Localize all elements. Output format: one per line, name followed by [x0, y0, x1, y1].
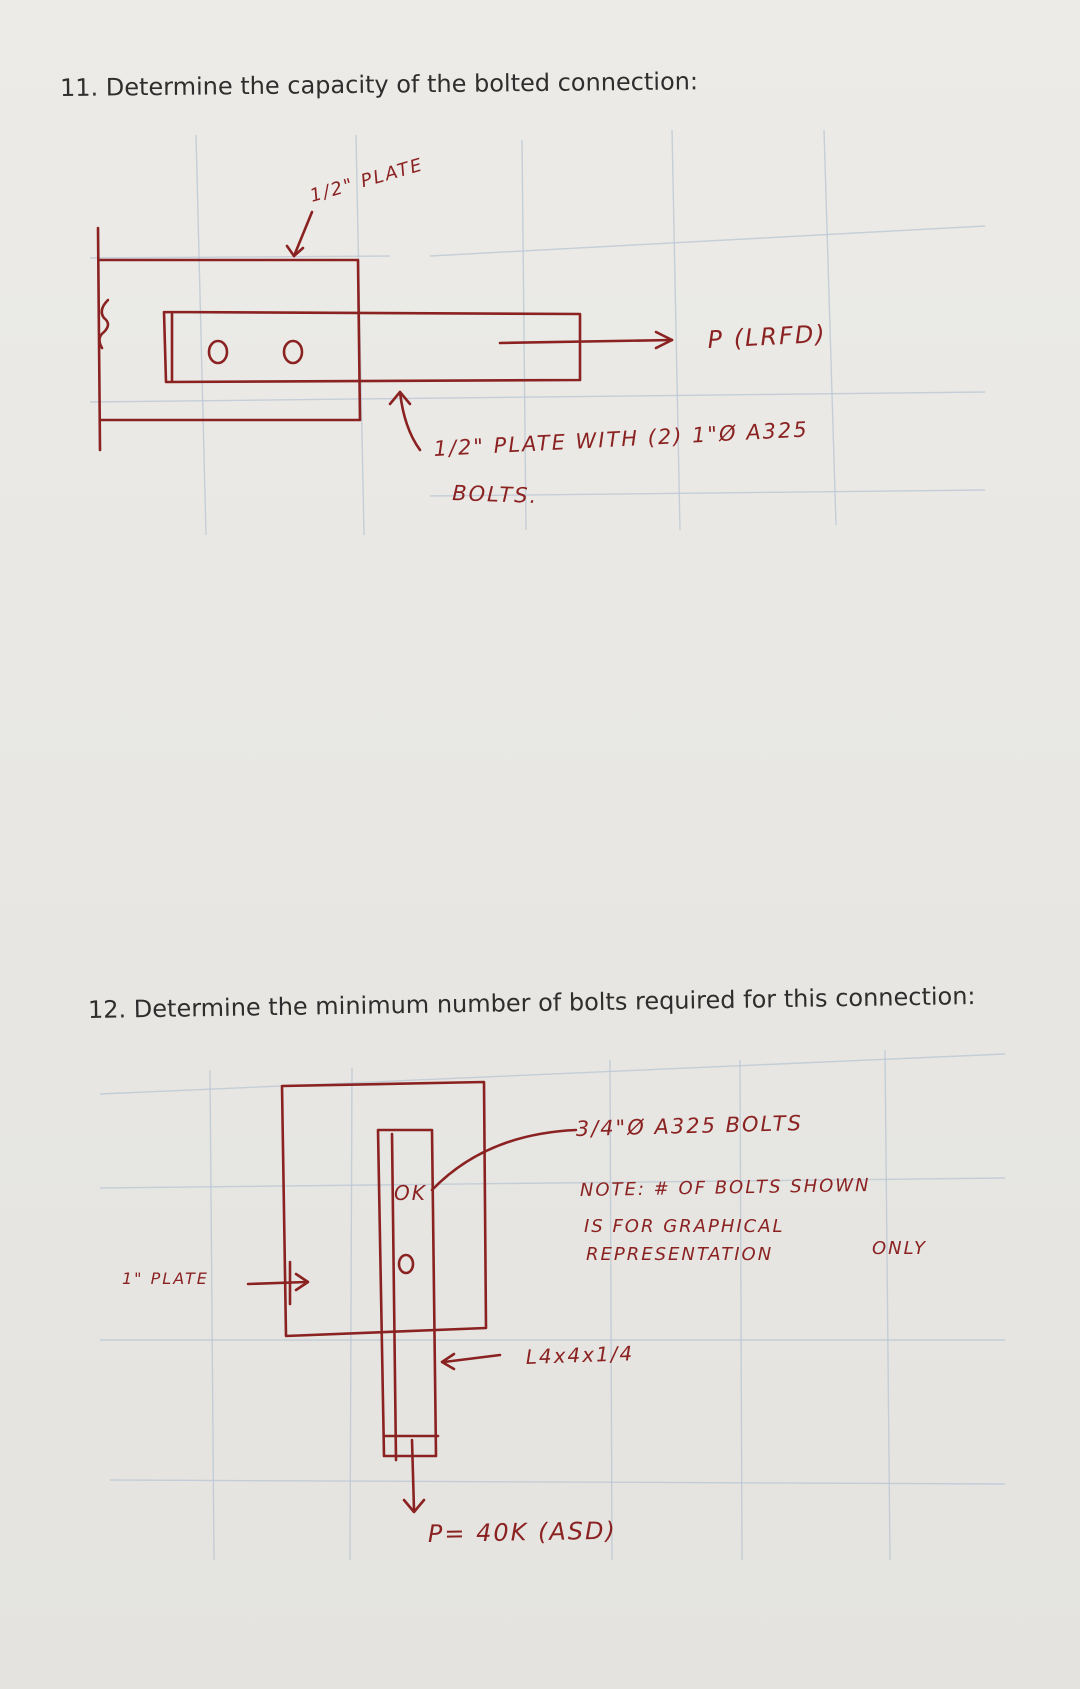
load-arrowhead: [402, 1498, 426, 1514]
sketch-2: OK 3/4"Ø A325 BOLTS NOTE: # OF BOLTS SHO…: [122, 1080, 927, 1548]
bolt-hole-icon: [207, 339, 229, 365]
plate-label: 1" PLATE: [122, 1269, 209, 1288]
gusset-plate-outline: [280, 1080, 488, 1338]
load-arrow-shaft: [498, 338, 674, 345]
support-edge-top: [96, 226, 102, 452]
sketch-1-note-line-1: 1/2" PLATE WITH (2) 1"Ø A325: [433, 417, 809, 461]
angle-label: L4x4x1/4: [525, 1341, 634, 1369]
bolt-spec-leader: [430, 1128, 578, 1192]
sketch-1-note-line-2: BOLTS.: [452, 481, 539, 508]
bottom-plate-outline: [162, 310, 582, 384]
bolt-hole-icon: [282, 339, 304, 365]
sketch-1: 1/2" PLATE P (LRFD) 1/2" PLATE WITH (2) …: [96, 154, 827, 508]
note-leader: [398, 390, 422, 452]
bolt-mark: OK: [394, 1181, 427, 1205]
sketch-2-note-line-3-end: ONLY: [872, 1238, 927, 1259]
grid-sketch-1: [89, 129, 986, 536]
load-label: P= 40K (ASD): [428, 1517, 617, 1548]
bolt-hole-icon: [397, 1253, 415, 1275]
top-plate-label: 1/2" PLATE: [308, 154, 426, 207]
plate-label-leader: [246, 1280, 308, 1286]
load-arrowhead: [654, 330, 674, 350]
load-arrow-shaft: [410, 1438, 416, 1512]
plate-label-arrowhead-icon: [294, 1272, 310, 1292]
angle-label-leader: [442, 1353, 502, 1364]
angle-member-outline: [376, 1128, 438, 1458]
note-leader-arrowhead-icon: [388, 390, 412, 406]
top-plate-leader: [292, 210, 314, 258]
sketch-2-note-line-3: REPRESENTATION: [586, 1244, 773, 1265]
load-label: P (LRFD): [707, 320, 827, 354]
top-plate-outline: [98, 258, 362, 422]
grid-sketch-2: [99, 1049, 1006, 1561]
angle-member-leg-line: [390, 1132, 398, 1462]
top-plate-leader-arrowhead-icon: [285, 244, 305, 258]
sketch-2-note-line-2: IS FOR GRAPHICAL: [584, 1216, 785, 1237]
bolt-spec-label: 3/4"Ø A325 BOLTS: [576, 1111, 804, 1141]
break-line: [98, 298, 110, 350]
sketch-2-note-line-1: NOTE: # OF BOLTS SHOWN: [580, 1175, 871, 1201]
angle-label-arrowhead-icon: [440, 1352, 456, 1371]
